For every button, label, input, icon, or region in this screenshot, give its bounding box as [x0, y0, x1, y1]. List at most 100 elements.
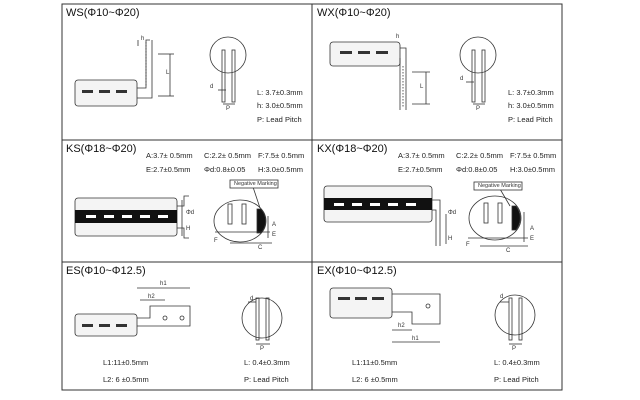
ex-bracket-hole: [425, 303, 431, 309]
kx-end-lead-right: [497, 202, 503, 224]
ks-label-f: F: [214, 238, 218, 244]
wx-end-lead-left: [471, 49, 476, 103]
es-label-p: P: [260, 346, 265, 352]
ex-label-d: d: [500, 294, 504, 300]
ks-spec-a: A:3.7± 0.5mm: [146, 151, 193, 160]
wx-label-d: d: [460, 76, 464, 82]
ws-end-lead-left: [221, 49, 226, 103]
wx-end-lead-right: [481, 49, 486, 103]
ws-stripe-3: [116, 90, 127, 93]
es-end-lead-right: [265, 297, 270, 341]
kx-end-lead-left: [483, 202, 489, 224]
panel-title-ks: KS(Φ18~Φ20): [66, 143, 137, 155]
es-diagram: [74, 287, 283, 345]
ks-spec-e: E:2.7±0.5mm: [146, 165, 191, 174]
es-stripe-2: [99, 324, 110, 327]
kx-lead-b: [432, 209, 437, 246]
ks-spec-d: Φd:0.8±0.05: [204, 165, 246, 174]
kx-spec-f: F:7.5± 0.5mm: [510, 151, 557, 160]
es-spec-l1: L1:11±0.5mm: [103, 358, 149, 367]
ws-stripe-1: [82, 90, 93, 93]
panel-frame-ex: [311, 261, 563, 391]
kx-band-mark-3: [370, 203, 380, 206]
kx-label-f: F: [466, 242, 470, 248]
ks-band-mark-2: [104, 215, 114, 218]
panel-title-ex: EX(Φ10~Φ12.5): [317, 265, 397, 277]
es-label-h2: h2: [148, 294, 155, 300]
ex-spec-l1: L1:11±0.5mm: [352, 358, 398, 367]
ex-stripe-2: [355, 297, 367, 300]
es-spec-l: L: 0.4±0.3mm: [244, 358, 290, 367]
wx-spec-h: h: 3.0±0.5mm: [508, 101, 554, 110]
ks-band-mark-1: [86, 215, 96, 218]
es-bracket-hole-1: [162, 315, 168, 321]
ws-end-view-circle: [209, 36, 247, 74]
ex-stripe-3: [372, 297, 384, 300]
ex-end-lead-right: [518, 297, 523, 341]
kx-spec-c: C:2.2± 0.5mm: [456, 151, 504, 160]
ex-end-view-circle: [494, 294, 536, 336]
ex-end-lead-left: [508, 297, 513, 341]
ws-spec-p: P: Lead Pitch: [257, 115, 302, 124]
ex-bracket: [392, 293, 441, 325]
es-end-view-circle: [241, 297, 283, 339]
ks-band-mark-5: [158, 215, 168, 218]
wx-end-view-circle: [459, 36, 497, 74]
wx-stripe-1: [340, 51, 352, 54]
ex-capacitor-body: [329, 287, 393, 319]
es-spec-l2: L2: 6 ±0.5mm: [103, 375, 149, 384]
wx-label-l: L: [420, 84, 424, 90]
wx-stripe-3: [376, 51, 388, 54]
ks-label-c: C: [258, 245, 263, 251]
wx-spec-p: P: Lead Pitch: [508, 115, 553, 124]
ks-label-e: E: [272, 232, 277, 238]
panel-title-kx: KX(Φ18~Φ20): [317, 143, 388, 155]
ks-label-d: Φd: [186, 210, 195, 216]
ws-lead-bottom: [137, 40, 153, 99]
kx-callout-label: Negative Marking: [478, 183, 521, 189]
es-label-h1: h1: [160, 281, 167, 287]
ex-label-p: P: [512, 346, 517, 352]
kx-negative-mark: [511, 205, 521, 231]
ks-label-a: A: [272, 222, 277, 228]
kx-label-h: H: [448, 236, 453, 242]
es-label-d: d: [250, 296, 254, 302]
ws-stripe-2: [99, 90, 110, 93]
es-bracket-hole-2: [179, 315, 185, 321]
es-spec-p: P: Lead Pitch: [244, 375, 289, 384]
ws-spec-h: h: 3.0±0.5mm: [257, 101, 303, 110]
ex-diagram: [329, 287, 536, 345]
kx-spec-a: A:3.7± 0.5mm: [398, 151, 445, 160]
kx-lead-a: [432, 199, 441, 246]
es-end-lead-left: [255, 297, 260, 341]
ks-spec-h: H:3.0±0.5mm: [258, 165, 303, 174]
kx-spec-d: Φd:0.8±0.05: [456, 165, 498, 174]
es-stripe-3: [116, 324, 127, 327]
es-stripe-1: [82, 324, 93, 327]
ks-diagram: [74, 179, 279, 244]
wx-stripe-2: [358, 51, 370, 54]
ks-lead-top: [177, 195, 189, 207]
ex-label-h2: h2: [398, 323, 405, 329]
es-bracket: [137, 305, 191, 327]
kx-band-mark-1: [334, 203, 344, 206]
wx-lead-a: [400, 47, 407, 110]
ws-label-l: L: [166, 70, 170, 76]
kx-callout-box: [473, 181, 523, 191]
ex-label-h1: h1: [412, 336, 419, 342]
ws-spec-l: L: 3.7±0.3mm: [257, 88, 303, 97]
ks-callout-box: [229, 179, 279, 189]
kx-end-view: [468, 195, 522, 241]
kx-spec-h: H:3.0±0.5mm: [510, 165, 555, 174]
ws-label-d: d: [210, 84, 214, 90]
kx-label-a: A: [530, 226, 535, 232]
ws-label-p: P: [226, 106, 231, 112]
panel-title-ws: WS(Φ10~Φ20): [66, 7, 140, 19]
ws-diagram: [74, 36, 247, 107]
wx-diagram: [329, 36, 497, 110]
ks-negative-mark: [256, 208, 267, 234]
ks-end-lead-left: [227, 203, 233, 225]
kx-callout-line: [499, 188, 511, 207]
